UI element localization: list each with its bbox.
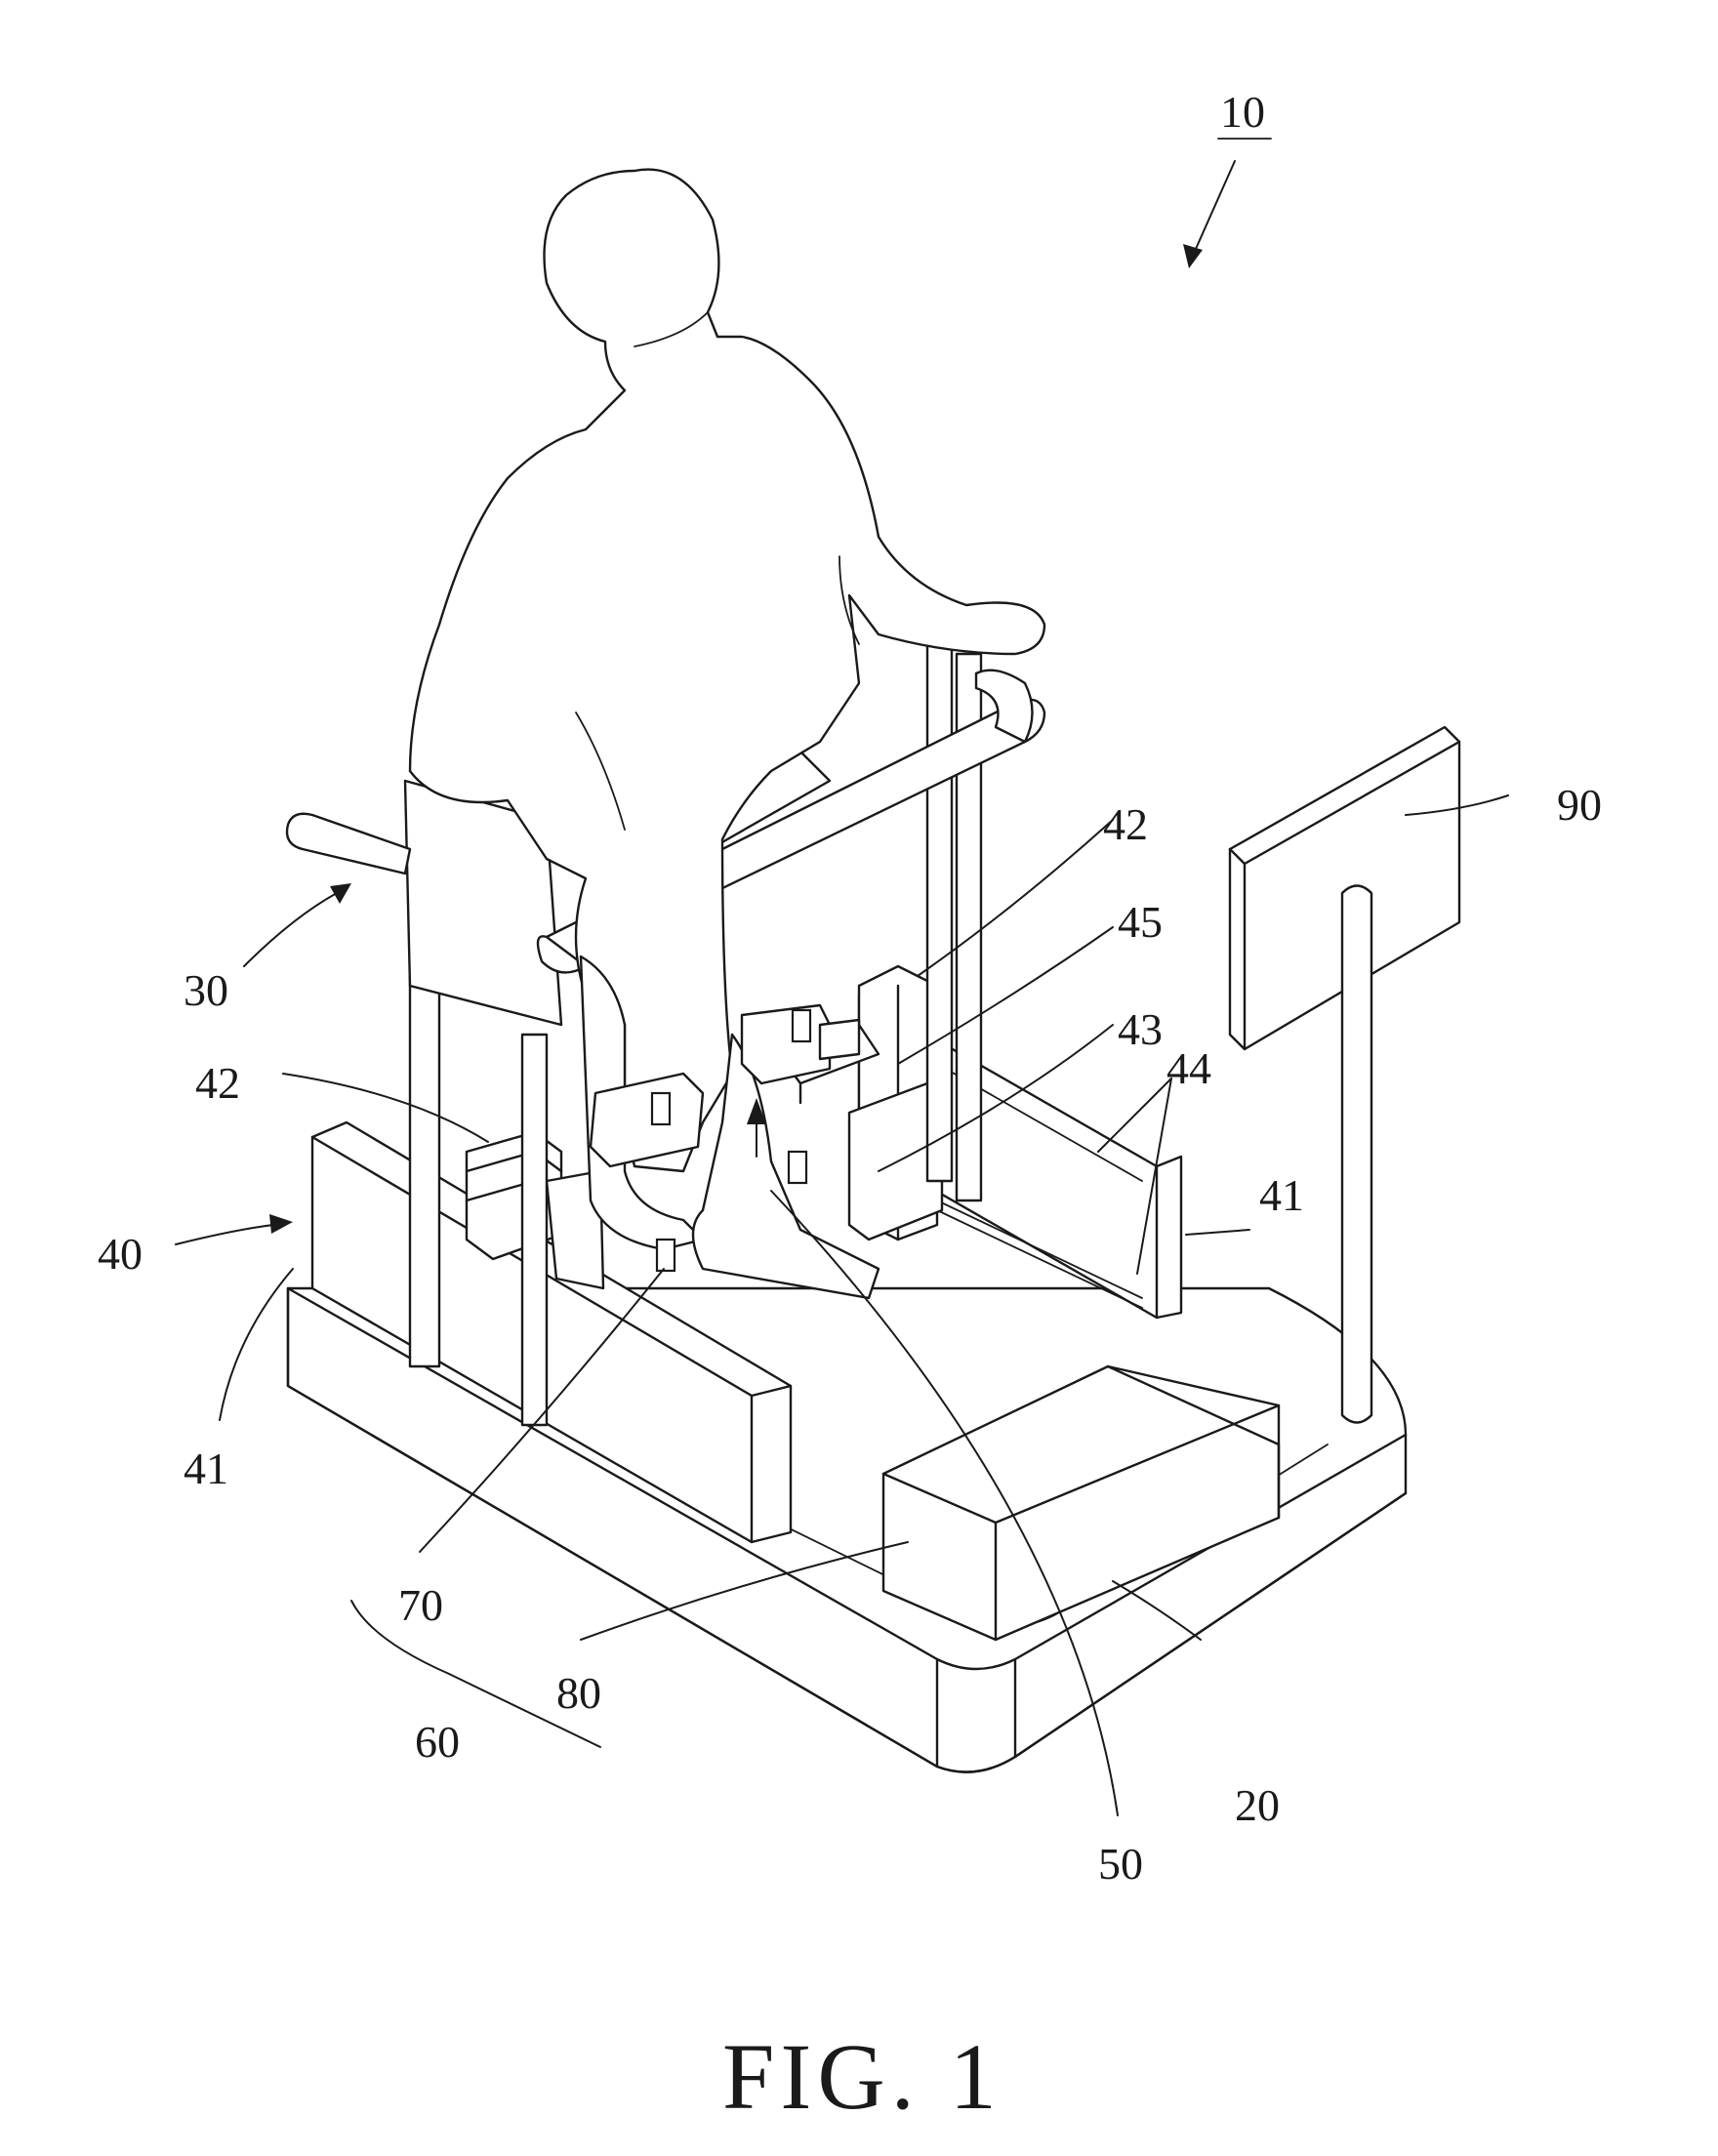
label-41-left: 41 (184, 1444, 228, 1493)
sensor-mark-4 (789, 1152, 806, 1183)
label-20: 20 (1235, 1780, 1280, 1830)
label-44: 44 (1166, 1043, 1211, 1093)
label-30: 30 (184, 965, 228, 1015)
label-42-left: 42 (195, 1058, 240, 1108)
sensor-mark-3 (793, 1010, 810, 1041)
label-90: 90 (1557, 780, 1602, 830)
label-10: 10 (1220, 87, 1265, 137)
label-40: 40 (98, 1229, 143, 1279)
label-80: 80 (556, 1668, 601, 1718)
label-45: 45 (1118, 897, 1163, 947)
label-43: 43 (1118, 1004, 1163, 1054)
label-42-right: 42 (1103, 799, 1148, 849)
sensor-mark-2 (657, 1240, 675, 1271)
figure-caption: FIG. 1 (722, 2024, 1002, 2129)
sensor-mark-1 (652, 1093, 670, 1124)
label-70: 70 (398, 1580, 443, 1630)
label-50: 50 (1098, 1839, 1143, 1889)
label-41-right: 41 (1259, 1170, 1304, 1220)
label-60: 60 (415, 1717, 460, 1767)
